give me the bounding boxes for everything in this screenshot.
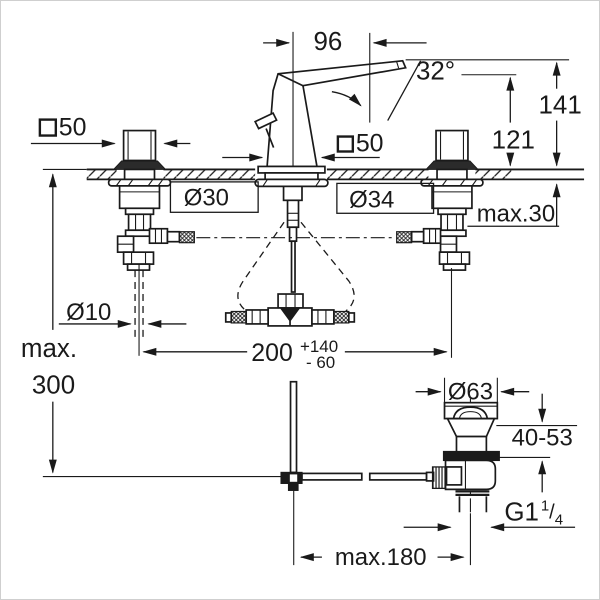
- g1-slash: /: [549, 501, 555, 523]
- square-symbol-left: [38, 118, 58, 137]
- center-spout: [224, 59, 407, 327]
- label-d34: Ø34: [349, 186, 394, 213]
- dimension-max180: [299, 513, 471, 566]
- left-braided-hose: [178, 231, 195, 244]
- left-handle-valve: [107, 129, 195, 356]
- hose-swivel-range-right: [300, 221, 355, 312]
- dimension-32deg: [331, 59, 570, 121]
- dimension-4053: [496, 393, 578, 493]
- callout-box-d34: [336, 182, 435, 214]
- g1-sup: 1: [541, 497, 549, 514]
- label-d63: Ø63: [448, 379, 493, 406]
- label-200-plus: +140: [300, 337, 338, 356]
- g1-sub: 4: [555, 511, 563, 528]
- dimension-max30: [467, 183, 561, 227]
- drain-assembly: [431, 398, 500, 513]
- label-max30: max.30: [477, 200, 555, 227]
- label-d10: Ø10: [66, 299, 111, 326]
- hose-swivel-range-left: [237, 221, 285, 312]
- drain-knurled-knob: [431, 466, 447, 490]
- spout-lever: [254, 112, 278, 130]
- label-96: 96: [313, 28, 342, 56]
- right-handle-valve: [396, 129, 484, 271]
- dimension-200: [142, 268, 453, 358]
- label-max180: max.180: [335, 544, 427, 571]
- square-symbol-center: [336, 135, 355, 153]
- label-4053: 40-53: [512, 425, 573, 452]
- label-max300-word: max.: [21, 335, 77, 363]
- label-121: 121: [492, 127, 535, 155]
- popup-rod-linkage: [42, 380, 435, 566]
- label-d30: Ø30: [184, 184, 229, 211]
- callout-box-d30: [169, 181, 259, 213]
- g1-main: G1: [504, 498, 539, 526]
- label-sq50-center: 50: [356, 129, 384, 157]
- drain-seal: [442, 450, 500, 462]
- popup-plug: [452, 406, 489, 420]
- label-max300-num: 300: [32, 372, 75, 400]
- label-141: 141: [539, 92, 582, 120]
- right-braided-hose: [396, 231, 413, 244]
- label-sq50-left: 50: [59, 114, 87, 142]
- dimension-d63: [415, 377, 530, 414]
- label-200: 200: [251, 339, 293, 367]
- label-200-minus: - 60: [306, 353, 335, 372]
- label-32deg: 32°: [416, 58, 455, 86]
